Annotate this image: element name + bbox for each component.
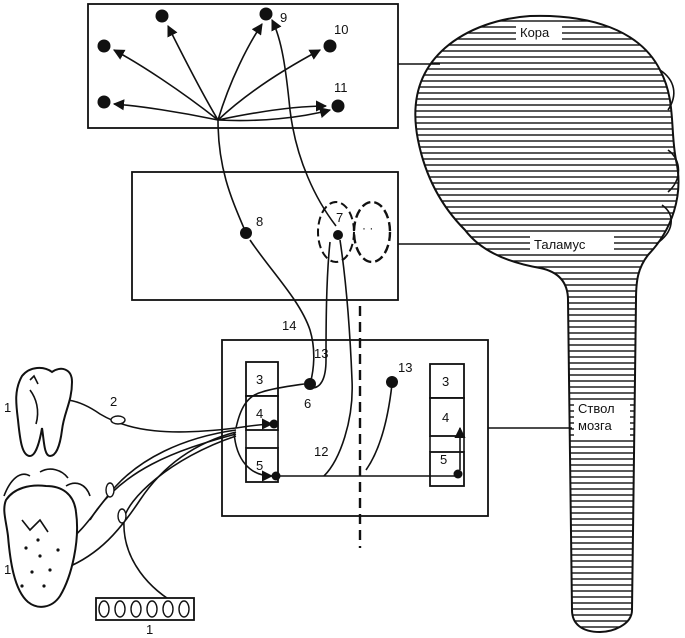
thalamic-nucleus-right xyxy=(352,200,392,264)
label-4-right: 4 xyxy=(442,410,449,425)
label-3-right: 3 xyxy=(442,374,449,389)
nerve-to-tongue-2 xyxy=(65,431,237,569)
neuron-5-right xyxy=(453,469,463,479)
label-1-tooth: 1 xyxy=(4,400,11,415)
svg-text:· ·: · · xyxy=(362,221,373,235)
cortex-neuron xyxy=(97,95,111,109)
nerve-to-receptors xyxy=(123,435,237,607)
cortex-projection-fibers xyxy=(112,23,332,122)
cortex-neuron xyxy=(97,39,111,53)
thalamus-box xyxy=(131,171,399,301)
label-1-receptors: 1 xyxy=(146,622,153,637)
label-5-left: 5 xyxy=(256,458,263,473)
nerve-to-tongue-3 xyxy=(89,433,237,521)
nerve-to-tongue-1 xyxy=(59,429,237,549)
ganglion-b xyxy=(117,508,127,524)
cortex-neuron-9 xyxy=(259,7,273,21)
brain-silhouette xyxy=(414,14,680,634)
label-6: 6 xyxy=(304,396,311,411)
tongue-drawing xyxy=(3,468,91,608)
label-13-right: 13 xyxy=(398,360,412,375)
label-1-tongue: 1 xyxy=(4,562,11,577)
ascending-fibers xyxy=(217,18,466,482)
cortex-label: Кора xyxy=(520,25,550,40)
label-13-left: 13 xyxy=(314,346,328,361)
label-9: 9 xyxy=(280,10,287,25)
cortex-neuron-10 xyxy=(323,39,337,53)
label-8: 8 xyxy=(256,214,263,229)
label-2: 2 xyxy=(110,394,117,409)
label-14: 14 xyxy=(282,318,296,333)
tooth-drawing xyxy=(15,366,74,458)
label-3-left: 3 xyxy=(256,372,263,387)
nucleus-left-3 xyxy=(245,361,279,397)
label-11: 11 xyxy=(334,80,348,95)
cortex-neuron-11 xyxy=(331,99,345,113)
label-5-right: 5 xyxy=(440,452,447,467)
thalamic-nucleus-left xyxy=(317,201,355,263)
label-7: 7 xyxy=(336,210,343,225)
cortex-neurons xyxy=(97,7,345,113)
brainstem-label-line2: мозга xyxy=(578,418,612,433)
receptor-cells xyxy=(95,597,195,621)
nucleus-right-3 xyxy=(429,363,465,399)
neuron-13-right xyxy=(386,376,398,388)
ganglion-2 xyxy=(110,415,126,425)
ganglion-a xyxy=(105,482,115,498)
neuron-7 xyxy=(333,230,343,240)
label-10: 10 xyxy=(334,22,348,37)
thalamus-label: Таламус xyxy=(534,237,586,252)
label-12: 12 xyxy=(314,444,328,459)
label-4-left: 4 xyxy=(256,406,263,421)
cortex-neuron xyxy=(155,9,169,23)
nucleus-right-5 xyxy=(429,451,465,487)
peripheral-nerves xyxy=(35,398,237,607)
cortex-box xyxy=(87,3,399,129)
brainstem-label-line1: Ствол xyxy=(578,401,615,416)
